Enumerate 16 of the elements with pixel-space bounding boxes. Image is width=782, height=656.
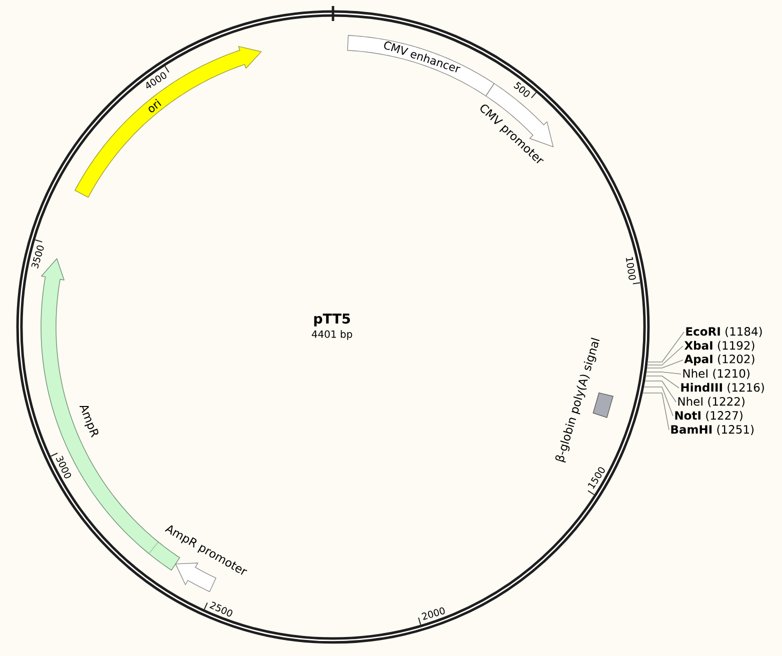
site-label: ApaI (1202) (684, 354, 754, 366)
leader-line (642, 392, 670, 430)
leader-line (647, 332, 684, 362)
site-label: NheI (1210) (683, 368, 750, 380)
leader-line (644, 386, 674, 416)
site-label: BamHI (1251) (671, 424, 754, 436)
leader-line (647, 346, 684, 366)
leader-line (646, 376, 680, 388)
site-label: NheI (1222) (678, 396, 744, 408)
site-label: EcoRI (1184) (686, 326, 762, 338)
site-label: NotI (1227) (675, 410, 742, 422)
site-label: XbaI (1192) (684, 340, 754, 352)
leader-line (646, 372, 682, 374)
leader-line (646, 360, 684, 368)
site-label: HindIII (1216) (681, 382, 764, 394)
leader-line (644, 380, 676, 402)
